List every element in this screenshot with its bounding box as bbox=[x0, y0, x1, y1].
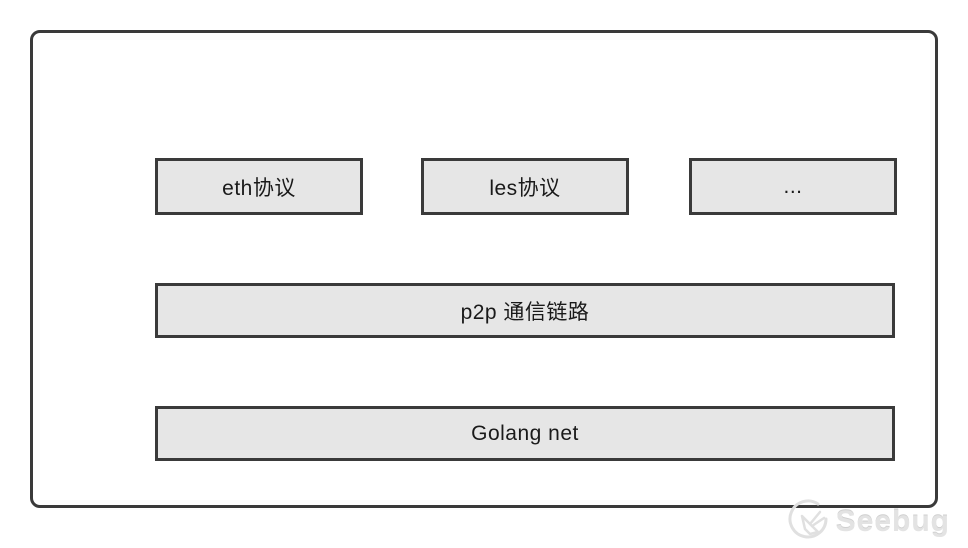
p2p-layer-box: p2p 通信链路 bbox=[155, 283, 895, 338]
p2p-layer-label: p2p 通信链路 bbox=[460, 300, 590, 324]
protocol-box-more-label: ... bbox=[783, 174, 803, 198]
protocol-box-les: les协议 bbox=[421, 158, 629, 215]
protocol-box-les-label: les协议 bbox=[489, 176, 561, 200]
protocol-box-eth-label: eth协议 bbox=[222, 176, 296, 200]
golang-net-layer-box: Golang net bbox=[155, 406, 895, 461]
outer-boundary-box: eth协议 les协议 ... p2p 通信链路 Golang net bbox=[30, 30, 938, 508]
protocol-box-more: ... bbox=[689, 158, 897, 215]
seebug-brand-text: Seebug bbox=[835, 505, 950, 538]
protocol-box-eth: eth协议 bbox=[155, 158, 363, 215]
golang-net-layer-label: Golang net bbox=[471, 421, 579, 445]
